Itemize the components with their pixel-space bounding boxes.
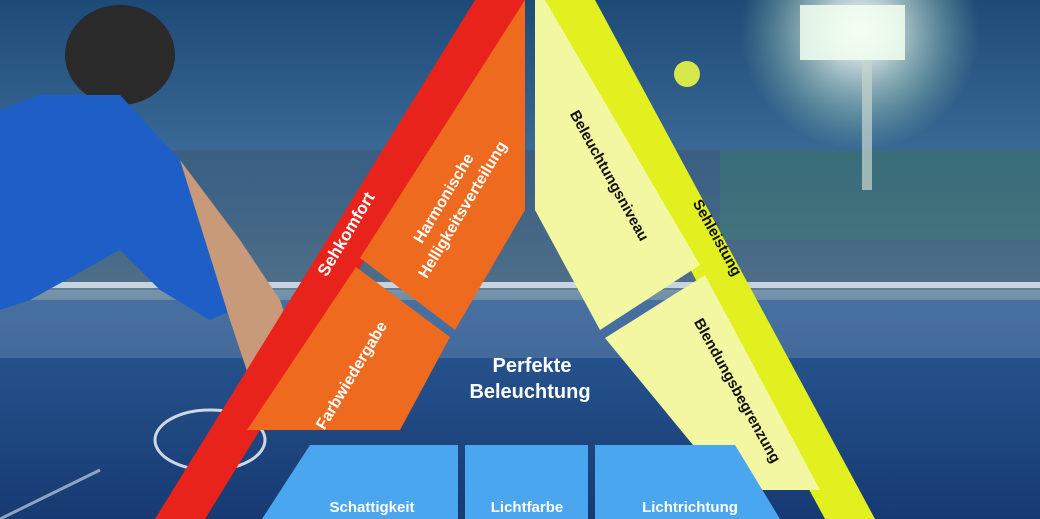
box-lichtfarbe <box>465 445 588 519</box>
tennis-player <box>0 5 300 472</box>
segment-farbwiedergabe <box>247 267 450 430</box>
box-lichtrichtung <box>595 445 780 519</box>
label-lichtfarbe: Lichtfarbe <box>491 499 564 516</box>
court-line <box>0 468 101 519</box>
box-schattigkeit <box>262 445 458 519</box>
segment-blendungsbegrenzung <box>605 275 820 490</box>
tennis-net <box>0 288 1040 358</box>
tennis-net-top <box>0 282 1040 288</box>
segment-helligkeitsverteilung <box>360 0 525 330</box>
segment-beleuchtungsniveau <box>535 0 700 330</box>
tennis-ball <box>674 61 700 87</box>
label-schattigkeit: Schattigkeit <box>329 499 414 516</box>
stadium-roof <box>720 150 1040 240</box>
label-lichtrichtung: Lichtrichtung <box>642 499 738 516</box>
center-title-line2: Beleuchtung <box>469 381 590 403</box>
band-sehkomfort <box>155 0 525 519</box>
band-sehleistung <box>545 0 875 519</box>
floodlight-pole <box>862 60 872 190</box>
center-title-line1: Perfekte <box>493 355 572 377</box>
floodlight <box>800 5 905 60</box>
